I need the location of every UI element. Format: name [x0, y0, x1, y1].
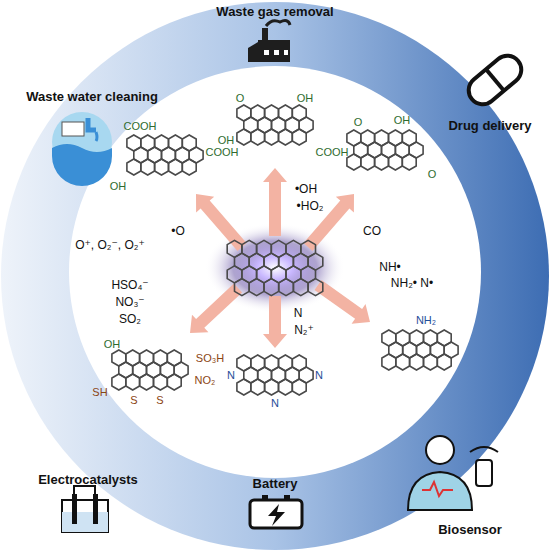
chemical-label: SO₃H	[196, 352, 224, 364]
chemical-label: N	[227, 369, 235, 381]
capsule-icon	[463, 50, 527, 110]
application-label: Biosensor	[438, 523, 502, 537]
application-label: Waste gas removal	[216, 5, 333, 19]
person-icon	[408, 436, 498, 510]
application-label: Waste water cleaning	[26, 90, 158, 104]
chemical-label: NH₂• N•	[391, 277, 433, 290]
chemical-label: O	[236, 92, 245, 104]
chemical-label: N	[294, 307, 303, 320]
chemical-label: N	[271, 397, 279, 409]
reaction-arrow	[263, 296, 287, 348]
chemical-label: NO₂	[195, 374, 216, 386]
chemical-label: SH	[92, 386, 107, 398]
graphene-sheet	[127, 135, 203, 175]
chemical-label: COOH	[316, 146, 349, 158]
chemical-label: CO	[363, 225, 381, 238]
chemical-label: OH	[110, 180, 127, 192]
chemical-label: N	[315, 369, 323, 381]
chemical-label: •OH	[295, 183, 317, 196]
chemical-label: N₂⁺	[294, 324, 314, 337]
chemical-label: O	[428, 168, 437, 180]
electrolyzer-icon	[62, 486, 108, 532]
graphene-sheet	[347, 130, 423, 170]
chemical-label: NH₂	[416, 314, 436, 326]
chemical-label: O	[354, 116, 363, 128]
graphene-sheet	[237, 105, 313, 145]
application-label: Battery	[253, 477, 298, 491]
chemical-label: •HO₂	[297, 200, 324, 213]
graphene-sheet	[382, 330, 458, 370]
chemical-label: NH•	[379, 261, 401, 274]
graphene-sheet	[112, 350, 188, 390]
chemical-label: OH	[104, 338, 121, 350]
inner-circle	[69, 66, 481, 478]
chemical-label: COOH	[206, 146, 239, 158]
chemical-label: COOH	[124, 120, 157, 132]
chemical-label: NO₃⁻	[115, 296, 144, 309]
chemical-label: O⁺, O₂⁻, O₂⁺	[75, 239, 145, 252]
reaction-arrow	[263, 168, 287, 236]
chemical-label: OH	[297, 92, 314, 104]
chemical-label: SO₂	[119, 313, 141, 326]
chemical-label: S	[156, 394, 163, 406]
water-icon	[52, 112, 112, 186]
graphene-sheet	[237, 355, 313, 395]
application-label: Electrocatalysts	[38, 473, 138, 487]
graphene-sheet	[227, 240, 323, 295]
chemical-label: •O	[171, 225, 185, 238]
chemical-label: HSO₄⁻	[111, 279, 148, 292]
factory-icon	[248, 21, 290, 62]
chemical-label: OH	[394, 114, 411, 126]
chemical-label: S	[130, 394, 137, 406]
chemical-label: OH	[218, 134, 235, 146]
battery-icon	[250, 495, 302, 528]
application-label: Drug delivery	[448, 119, 531, 133]
